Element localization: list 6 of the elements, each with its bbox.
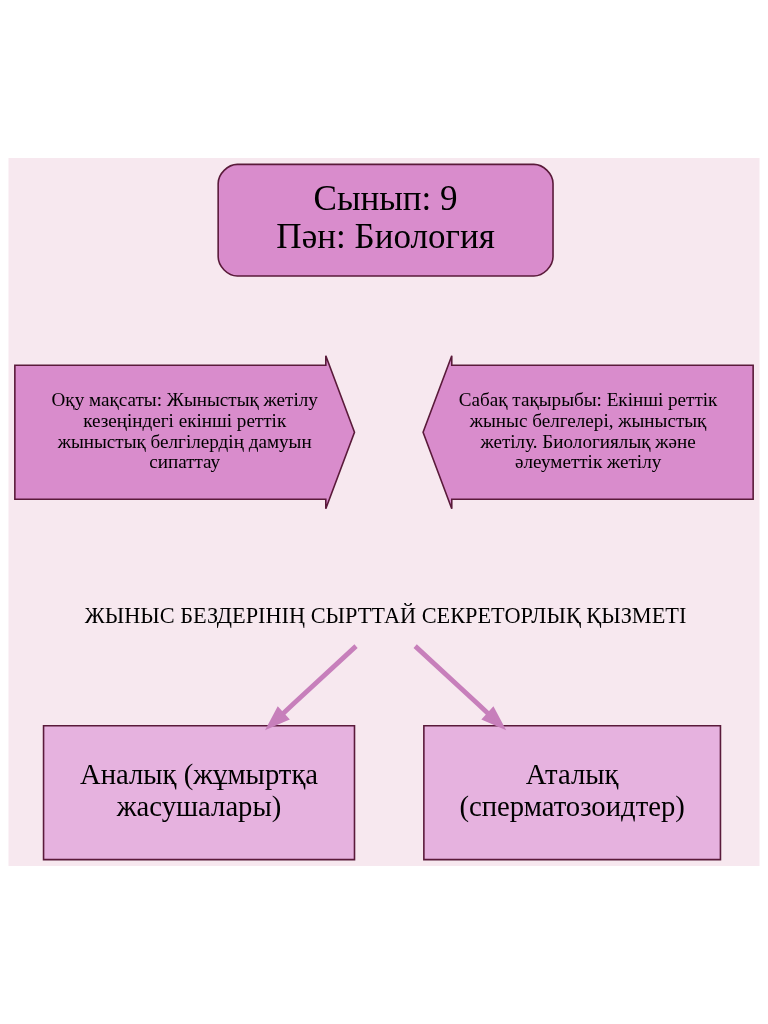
node-box: Аналық (жұмыртқа жасушалары) <box>42 724 356 861</box>
arrow <box>265 644 358 731</box>
arrow <box>413 644 507 731</box>
node-box: Сынып: 9 Пән: Биология <box>217 163 554 277</box>
node-box: Аталық (сперматозоидтер) <box>423 724 722 861</box>
node-text: ЖЫНЫС БЕЗДЕРІНІҢ СЫРТТАЙ СЕКРЕТОРЛЫҚ ҚЫЗМЕТІ <box>84 603 687 629</box>
